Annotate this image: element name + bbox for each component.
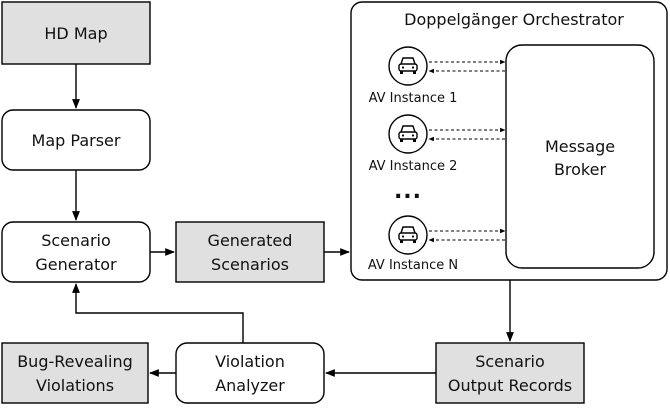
message-broker-label-line1: Message xyxy=(545,137,615,156)
scenario-generator-label-line1: Scenario xyxy=(41,231,111,250)
message-broker-label-line2: Broker xyxy=(554,160,607,179)
scenario-generator-label-line2: Generator xyxy=(35,255,117,274)
generated-scenarios-label-line1: Generated xyxy=(208,231,293,250)
violation-analyzer-box: Violation Analyzer xyxy=(175,342,325,404)
instances-ellipsis: ... xyxy=(394,179,422,204)
generated-scenarios-label-line2: Scenarios xyxy=(211,255,289,274)
violation-analyzer-label-line2: Analyzer xyxy=(215,376,285,395)
generated-scenarios-box: Generated Scenarios xyxy=(175,221,325,283)
car-icon xyxy=(388,46,428,86)
bug-revealing-violations-box: Bug-Revealing Violations xyxy=(1,342,149,404)
message-broker-box: Message Broker xyxy=(505,44,655,269)
hd-map-box: HD Map xyxy=(1,1,151,65)
orchestrator-title: Doppelgänger Orchestrator xyxy=(404,10,624,29)
av-instance-2-label: AV Instance 2 xyxy=(369,159,458,174)
map-parser-label: Map Parser xyxy=(32,131,121,150)
car-icon xyxy=(388,215,428,255)
violation-analyzer-label-line1: Violation xyxy=(215,352,285,371)
av-instance-1-label: AV Instance 1 xyxy=(369,91,458,106)
scenario-generator-box: Scenario Generator xyxy=(1,221,151,283)
av-instance-n: AV Instance N xyxy=(368,215,458,273)
hd-map-label: HD Map xyxy=(44,24,107,43)
instance-broker-links xyxy=(428,59,506,243)
bug-revealing-violations-label-line2: Violations xyxy=(36,376,114,395)
arrow-analyzer-feedback-to-generator xyxy=(72,283,244,343)
map-parser-box: Map Parser xyxy=(1,109,151,171)
scenario-output-records-box: Scenario Output Records xyxy=(435,342,585,404)
flow-arrows xyxy=(72,64,514,377)
bug-revealing-violations-label-line1: Bug-Revealing xyxy=(17,352,133,371)
car-icon xyxy=(388,114,428,154)
av-instance-2: AV Instance 2 xyxy=(369,114,458,174)
scenario-output-records-label-line1: Scenario xyxy=(475,352,545,371)
av-instance-1: AV Instance 1 xyxy=(369,46,458,106)
av-instance-n-label: AV Instance N xyxy=(368,258,458,273)
scenario-output-records-label-line2: Output Records xyxy=(448,376,572,395)
